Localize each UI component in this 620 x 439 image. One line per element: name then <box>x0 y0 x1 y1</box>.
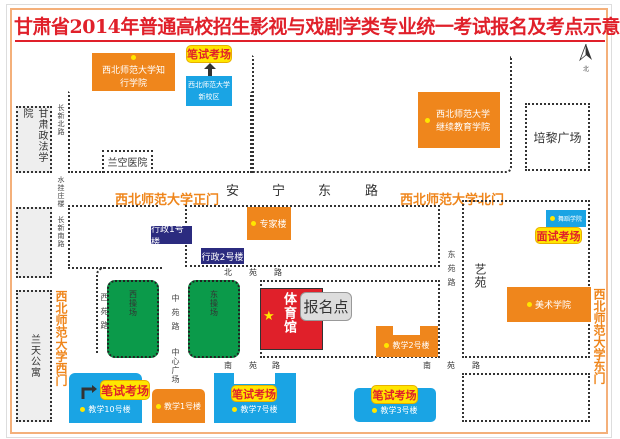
arrow-right-icon <box>81 384 97 399</box>
road-changxin-south: 长新南路 <box>57 216 65 248</box>
building-continuing-education[interactable]: 西北师范大学继续教育学院 <box>418 92 500 148</box>
star-icon: ★ <box>263 309 275 324</box>
registration-point-label: 报名点 <box>300 292 352 321</box>
block-west-1 <box>16 207 52 278</box>
road-nanyuan-r2: 苑 <box>447 361 455 370</box>
block-south-east <box>462 373 590 422</box>
road-nanyuan-l3: 路 <box>272 361 280 370</box>
place-center-square: 中心广场 <box>171 348 180 384</box>
written-exam-badge-teach-7: 笔试考场 <box>231 385 277 402</box>
gate-main: 西北师范大学正门 <box>115 193 220 208</box>
interview-badge: 面试考场 <box>535 227 582 244</box>
road-beiyuan-3: 路 <box>274 268 282 277</box>
building-fine-arts[interactable]: 美术学院 <box>507 287 591 322</box>
road-anning-4: 路 <box>365 184 379 199</box>
north-arrow-icon: 北 <box>578 43 594 73</box>
up-arrow-icon <box>204 62 216 77</box>
block-east <box>462 200 590 358</box>
marker-icon <box>526 302 532 307</box>
building-admin-1[interactable]: 行政1号楼 <box>150 225 193 248</box>
marker-icon <box>549 216 555 221</box>
building-admin-2[interactable]: 行政2号楼 <box>200 247 245 265</box>
road-beiyuan-2: 苑 <box>249 268 257 277</box>
title-underline <box>15 40 605 42</box>
marker-icon <box>155 403 161 409</box>
place-yiyuan: 艺苑 <box>473 263 487 289</box>
road-beiyuan-1: 北 <box>224 268 232 277</box>
gate-north: 西北师范大学北门 <box>400 193 505 208</box>
block-north-west <box>68 91 252 173</box>
road-nanyuan-r3: 路 <box>472 361 480 370</box>
map-frame <box>6 4 612 438</box>
marker-icon <box>80 406 86 412</box>
road-nanyuan-l2: 苑 <box>249 361 257 370</box>
road-anning-2: 宁 <box>272 184 286 199</box>
written-exam-badge-teach-10: 笔试考场 <box>100 380 150 400</box>
road-anning-1: 安 <box>226 184 240 199</box>
marker-icon <box>384 343 390 348</box>
north-label: 北 <box>582 66 589 73</box>
marker-icon <box>372 407 378 413</box>
road-nanyuan-r1: 南 <box>423 361 431 370</box>
road-xiyuan: 西苑路 <box>100 293 109 335</box>
road-anning-3: 东 <box>318 184 332 199</box>
road-nanyuan-l1: 南 <box>224 361 232 370</box>
road-zhongyuan: 中苑路 <box>171 294 180 336</box>
building-teach-2-notch <box>393 325 420 335</box>
road-dongyuan: 东苑路 <box>447 250 456 292</box>
building-dance[interactable]: 舞蹈学院 <box>546 210 586 227</box>
gate-west: 西北师范大学西门 <box>54 290 68 386</box>
building-teach-7-notch <box>234 372 275 384</box>
block-north-center <box>252 55 512 173</box>
marker-icon <box>232 406 238 412</box>
place-lantian-apartment: 兰天公寓 <box>16 290 52 422</box>
place-west-field: 西操场 <box>107 280 159 358</box>
written-exam-badge-teach-3: 笔试考场 <box>371 385 418 404</box>
marker-icon <box>425 117 430 123</box>
place-lankong-hospital: 兰空医院 <box>102 150 153 173</box>
place-peili-square: 培黎广场 <box>525 103 590 171</box>
building-zhixing[interactable]: 西北师范大学知行学院 <box>92 53 175 91</box>
road-changxin-north: 长新北路 <box>57 104 65 136</box>
marker-icon <box>251 221 257 226</box>
building-experts[interactable]: 专家楼 <box>247 207 291 240</box>
block-west-2 <box>68 205 158 269</box>
gate-east: 西北师范大学东门 <box>592 288 606 384</box>
page-title: 甘肃省2014年普通高校招生影视与戏剧学类专业统一考试报名及考点示意图 <box>14 16 620 38</box>
road-shuiguazhuang: 水挂庄楼 <box>57 176 65 208</box>
written-exam-badge-new-campus: 笔试考场 <box>186 45 232 63</box>
block-west-field <box>96 267 162 353</box>
marker-icon <box>131 55 136 60</box>
place-politics-law: 甘肃政法学院 <box>16 106 52 173</box>
building-new-campus[interactable]: 西北师范大学新校区 <box>186 76 232 106</box>
place-east-field: 东操场 <box>188 280 240 358</box>
building-teach-1[interactable]: 教学1号楼 <box>152 389 205 423</box>
